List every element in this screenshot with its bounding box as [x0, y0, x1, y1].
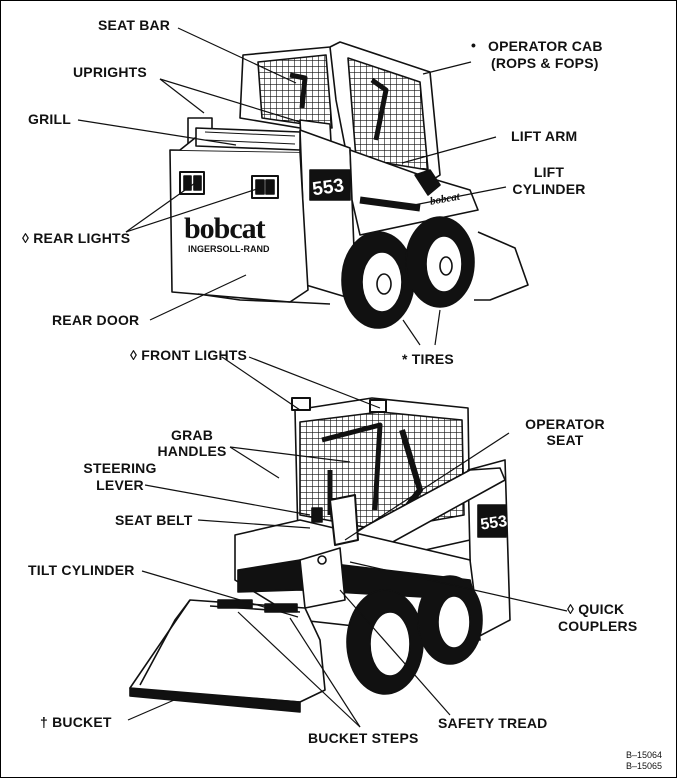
label-seat-belt: SEAT BELT	[115, 512, 193, 528]
brand-rear-door: bobcat	[184, 212, 266, 245]
label-operator-seat-2: SEAT	[546, 432, 584, 448]
label-bucket-steps: BUCKET STEPS	[308, 730, 419, 746]
operator-seat-shape	[329, 494, 359, 546]
label-rear-lights: ◊ REAR LIGHTS	[22, 230, 131, 246]
label-lift-cylinder-2: CYLINDER	[512, 181, 586, 197]
label-safety-tread: SAFETY TREAD	[438, 715, 548, 731]
tilt-cylinder-shape	[299, 547, 346, 609]
model-number-rear: 553	[311, 175, 345, 200]
label-quick-couplers-1: ◊ QUICK	[567, 601, 625, 617]
front-light-right	[369, 399, 387, 413]
label-grab-handles-1: GRAB	[170, 427, 214, 443]
lift-cylinder-shape	[359, 196, 421, 212]
bucket-rear-edge	[474, 231, 529, 301]
cab-side-screen	[257, 54, 333, 129]
bucket-shape	[129, 599, 326, 703]
label-bucket: † BUCKET	[40, 714, 112, 730]
label-grab-handles-2: HANDLES	[157, 443, 227, 459]
label-quick-couplers-2: COUPLERS	[558, 618, 638, 634]
front-light-left	[291, 397, 311, 411]
label-tires: * TIRES	[402, 351, 454, 367]
label-lift-arm: LIFT ARM	[511, 128, 578, 144]
figure-code-1: B–15064	[626, 750, 663, 760]
label-lift-cylinder-1: LIFT	[533, 164, 565, 180]
label-steering-lever-2: LEVER	[96, 477, 144, 493]
bucket-step-right	[264, 603, 298, 613]
front-view-machine: 553 bobcat	[129, 397, 511, 713]
model-number-front: 553	[479, 513, 508, 534]
label-rear-door: REAR DOOR	[52, 312, 140, 328]
label-grill: GRILL	[28, 111, 71, 127]
leader-lines	[77, 27, 568, 728]
rear-view-machine: 553 bobcat bobcat INGERSOLL-RAND	[169, 41, 529, 329]
label-steering-lever-1: STEERING	[83, 460, 157, 476]
figure-code-2: B–15065	[626, 761, 663, 771]
label-operator-seat-1: OPERATOR	[525, 416, 605, 432]
label-front-lights: ◊ FRONT LIGHTS	[130, 347, 248, 363]
label-seat-bar: SEAT BAR	[98, 17, 171, 33]
label-operator-cab-sub: (ROPS & FOPS)	[491, 55, 599, 71]
maker-rear-door: INGERSOLL-RAND	[188, 244, 270, 254]
label-operator-cab-marker: •	[471, 37, 477, 53]
label-tilt-cylinder: TILT CYLINDER	[28, 562, 135, 578]
seat-bar-shape	[289, 72, 389, 141]
seat-belt-buckle	[311, 507, 323, 523]
label-uprights: UPRIGHTS	[73, 64, 147, 80]
label-operator-cab: OPERATOR CAB	[488, 38, 603, 54]
grill-shape	[195, 127, 301, 151]
bucket-step-left	[217, 599, 253, 609]
